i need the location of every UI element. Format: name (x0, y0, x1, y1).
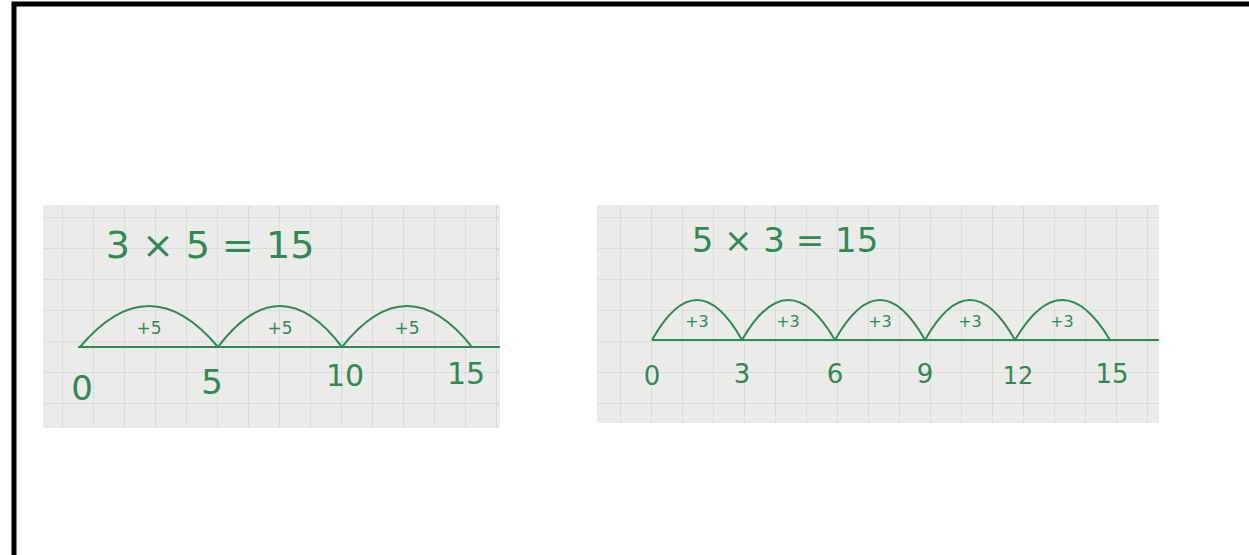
tick-number: 0 (71, 371, 93, 405)
jump-label: +5 (267, 320, 292, 337)
jump-label: +3 (868, 314, 892, 330)
number-line (652, 300, 1159, 340)
tick-number: 6 (827, 361, 844, 387)
jump-label: +3 (776, 314, 800, 330)
tick-number: 0 (644, 363, 661, 389)
tick-number: 15 (447, 359, 485, 389)
tick-number: 3 (734, 361, 751, 387)
equation: 3 × 5 = 15 (106, 226, 315, 264)
grid-paper (597, 205, 1159, 423)
tick-number: 12 (1003, 364, 1034, 388)
grid-paper (43, 205, 500, 428)
tick-number: 5 (201, 365, 223, 399)
tick-number: 15 (1095, 361, 1128, 387)
jump-label: +3 (685, 314, 709, 330)
tick-number: 10 (326, 361, 364, 391)
number-line (78, 306, 500, 347)
equation: 5 × 3 = 15 (692, 223, 879, 257)
jump-label: +3 (958, 314, 982, 330)
tick-number: 9 (917, 361, 934, 387)
jump-label: +3 (1050, 314, 1074, 330)
jump-label: +5 (136, 320, 161, 337)
jump-label: +5 (394, 320, 419, 337)
frame (14, 4, 1249, 555)
